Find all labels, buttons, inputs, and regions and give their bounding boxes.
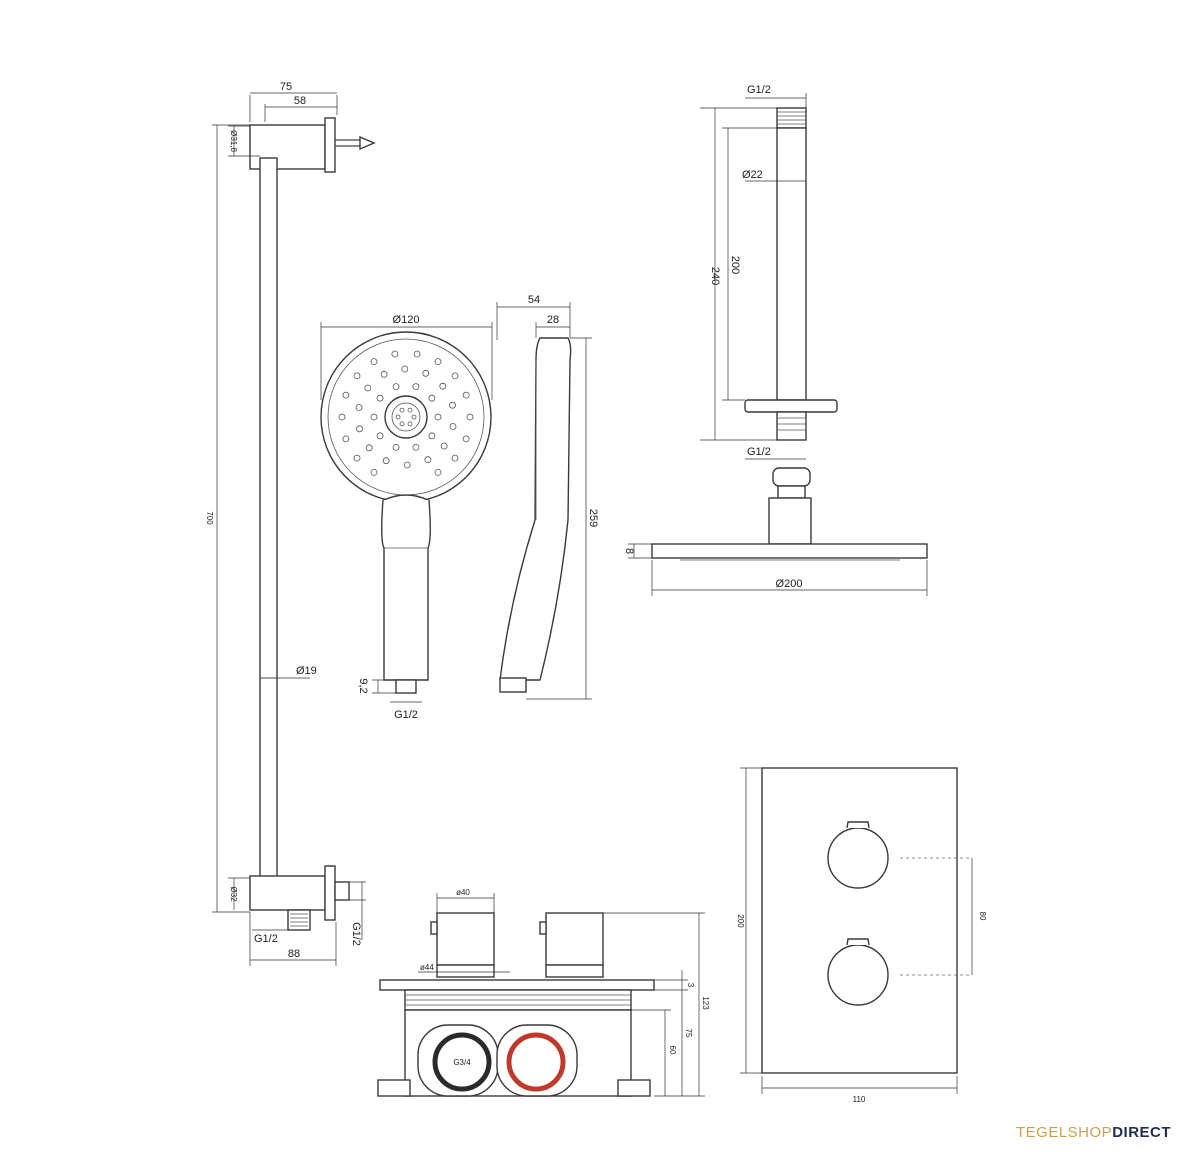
box-rosette-dia: ø44 (420, 963, 434, 972)
nozzle (462, 391, 470, 399)
nozzle (392, 443, 400, 451)
nozzle (355, 404, 363, 411)
nozzle (412, 443, 420, 451)
nozzle (428, 394, 436, 402)
nozzle (412, 383, 420, 391)
nozzle (376, 394, 384, 402)
head-dia: Ø200 (776, 578, 803, 590)
nozzle (401, 365, 409, 373)
nozzle (466, 413, 474, 421)
box-h-3: 3 (686, 983, 695, 988)
center-nozzle (411, 414, 417, 420)
box-knob-dia: ø40 (456, 888, 470, 897)
center-nozzle (399, 407, 405, 413)
nozzle (365, 444, 373, 452)
nozzle (462, 435, 470, 443)
nozzle (353, 372, 361, 380)
rail-bottom-dia: Ø32 (229, 886, 238, 902)
arm-dia: Ø22 (742, 169, 763, 181)
nozzle (342, 435, 350, 443)
rail-tube-dia: Ø19 (296, 665, 317, 677)
nozzle (434, 358, 442, 366)
arm-bottom-conn: G1/2 (747, 446, 771, 458)
nozzle (338, 413, 346, 421)
ceiling-arm: G1/2 Ø22 200 240 G1/2 8 Ø200 (623, 84, 928, 596)
nozzle (449, 401, 456, 409)
center-nozzle (395, 414, 401, 420)
nozzle (451, 372, 459, 380)
nozzle (391, 350, 399, 358)
rail-outlet-conn: G1/2 (350, 922, 362, 946)
box-inlet: G3/4 (453, 1058, 471, 1067)
rail-width-75: 75 (280, 81, 292, 93)
nozzle (370, 413, 378, 421)
center-nozzle (407, 421, 413, 427)
nozzle (376, 432, 384, 440)
nozzle (364, 384, 372, 392)
front-plate: 200 80 110 (736, 767, 987, 1104)
nozzle (434, 468, 442, 476)
nozzle (342, 391, 350, 399)
rail-bracket-dia: Ø31,8 (229, 130, 238, 152)
arm-top-conn: G1/2 (747, 84, 771, 96)
nozzle (370, 468, 378, 476)
nozzle (422, 369, 430, 377)
nozzle (439, 382, 447, 390)
nozzle (370, 358, 378, 366)
nozzle (434, 413, 442, 421)
concealed-box: ø40 ø44 G3/4 3 123 75 60 (377, 888, 710, 1097)
nozzle (392, 383, 400, 391)
center-nozzle (399, 421, 405, 427)
nozzle (440, 442, 448, 450)
hand-shower-front: Ø120 9,2 G1/2 (320, 314, 493, 721)
brand-part-1: TEGELSHOP (1016, 1124, 1113, 1141)
nozzle (413, 350, 421, 358)
arm-len-240: 240 (709, 267, 721, 285)
plate-width: 110 (853, 1095, 866, 1104)
hand-thread-len: 9,2 (357, 678, 369, 693)
hand-shower-side: 54 28 259 (496, 294, 599, 700)
hand-conn: G1/2 (394, 709, 418, 721)
nozzle (382, 457, 390, 465)
nozzle (428, 432, 436, 440)
center-nozzle (407, 407, 413, 413)
rail-bottom-width: 88 (288, 948, 300, 960)
hand-shower-nozzles (338, 350, 474, 476)
arm-len-200: 200 (729, 256, 741, 274)
box-h-75: 75 (684, 1029, 693, 1038)
slide-rail: 75 58 Ø31,8 700 Ø19 Ø32 G1/2 G1/2 88 (205, 81, 376, 966)
hand-depth-28: 28 (547, 314, 559, 326)
box-h-123: 123 (701, 996, 710, 1010)
nozzle (380, 370, 388, 378)
brand-part-2: DIRECT (1112, 1124, 1172, 1141)
hand-depth-54: 54 (528, 294, 540, 306)
nozzle (449, 423, 457, 430)
box-h-60: 60 (668, 1046, 677, 1055)
nozzle (353, 454, 361, 462)
plate-height: 200 (736, 914, 745, 928)
plate-spacing: 80 (978, 912, 987, 921)
rail-bottom-conn: G1/2 (254, 933, 278, 945)
nozzle (424, 456, 432, 464)
nozzle (451, 454, 459, 462)
hand-length: 259 (587, 509, 599, 527)
nozzle (403, 461, 411, 469)
hand-head-dia: Ø120 (393, 314, 420, 326)
brand-logo: TEGELSHOPDIRECT (1016, 1124, 1171, 1141)
rail-length: 700 (205, 511, 214, 525)
rail-width-58: 58 (294, 95, 306, 107)
nozzle (356, 425, 363, 433)
head-height: 8 (623, 548, 635, 554)
